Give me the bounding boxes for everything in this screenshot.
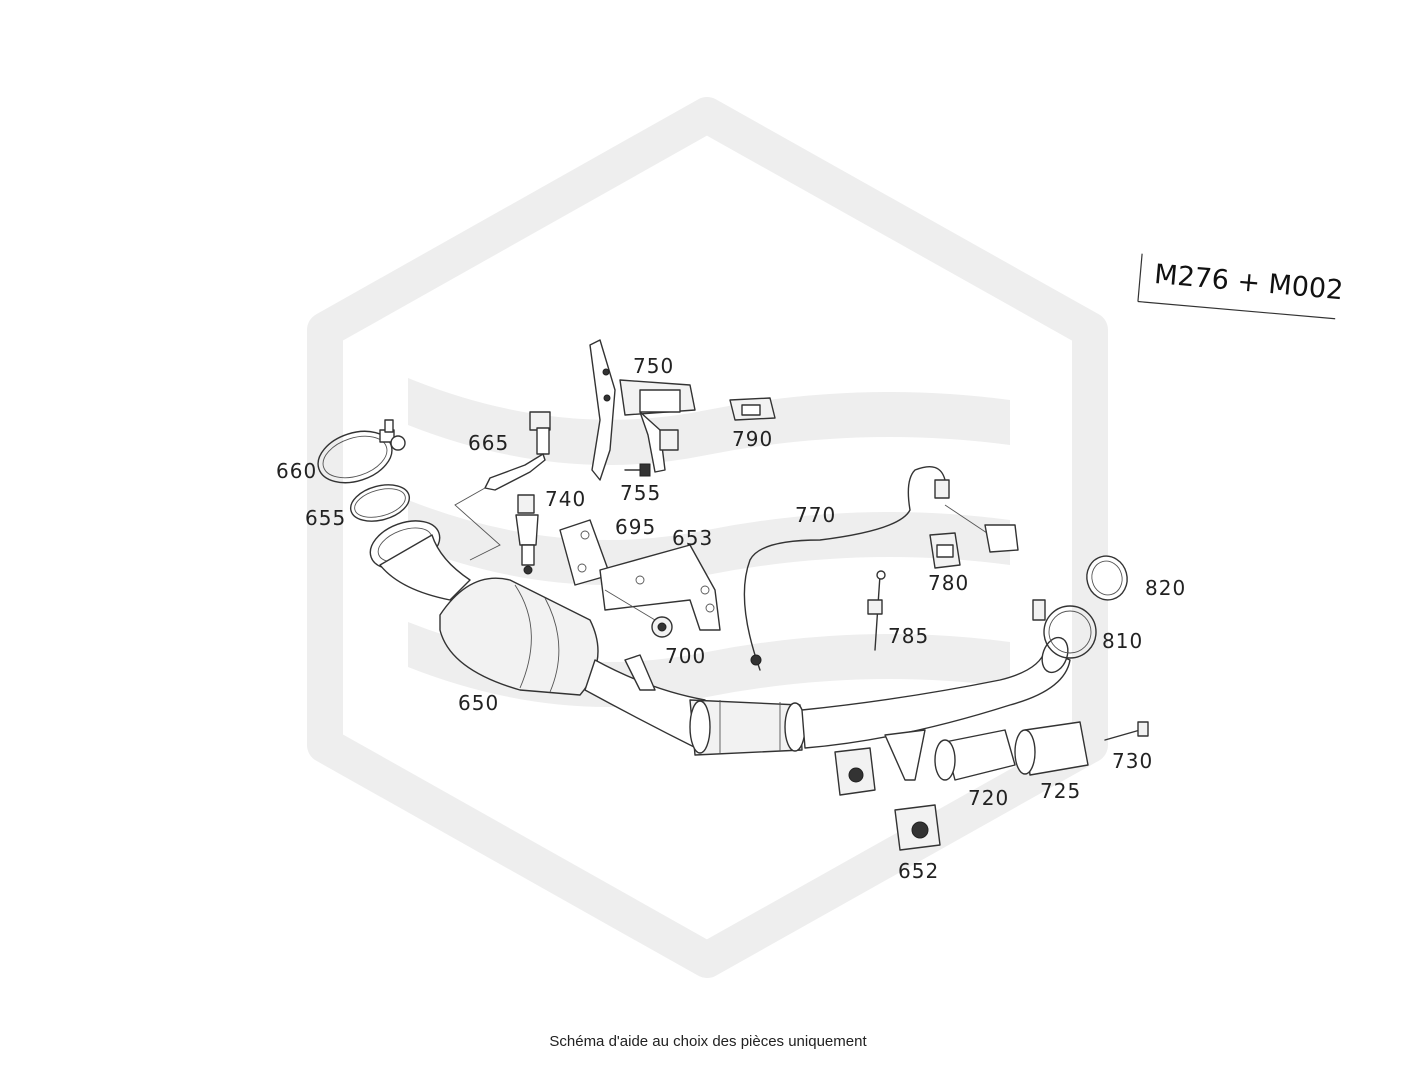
label-650: 650 (458, 691, 499, 715)
label-652: 652 (898, 859, 939, 883)
clamp-660[interactable] (311, 419, 406, 492)
cable-tie-785[interactable] (867, 570, 886, 651)
bracket-653[interactable] (599, 544, 721, 631)
catalytic-converter-650[interactable] (364, 512, 1073, 756)
rubber-mount-652[interactable] (834, 729, 941, 851)
label-720: 720 (968, 786, 1009, 810)
label-725: 725 (1040, 779, 1081, 803)
label-653: 653 (672, 526, 713, 550)
lambda-sensor-665[interactable] (454, 411, 551, 561)
connector-790[interactable] (729, 397, 776, 421)
label-660: 660 (276, 459, 317, 483)
ring-820[interactable] (1082, 552, 1132, 605)
clip-780[interactable] (929, 532, 961, 569)
label-810: 810 (1102, 629, 1143, 653)
label-740: 740 (545, 487, 586, 511)
label-695: 695 (615, 515, 656, 539)
label-730: 730 (1112, 749, 1153, 773)
model-tag: M276 + M002 (1137, 253, 1344, 320)
sensor-plug-740[interactable] (515, 494, 539, 575)
diagram-caption: Schéma d'aide au choix des pièces unique… (549, 1033, 867, 1050)
label-780: 780 (928, 571, 969, 595)
label-820: 820 (1145, 576, 1186, 600)
nut-700[interactable] (604, 589, 673, 638)
module-bracket-750[interactable] (589, 339, 696, 481)
sleeve-725[interactable] (1014, 721, 1089, 776)
silencer-720[interactable] (934, 729, 1016, 781)
label-655: 655 (305, 506, 346, 530)
clamp-810[interactable] (1032, 599, 1097, 659)
bolt-730[interactable] (1104, 721, 1149, 741)
gasket-655[interactable] (347, 479, 414, 527)
label-700: 700 (665, 644, 706, 668)
temperature-sensor-cable-770[interactable] (743, 466, 1019, 671)
screw-755[interactable] (624, 463, 651, 477)
label-665: 665 (468, 431, 509, 455)
label-750: 750 (633, 354, 674, 378)
label-755: 755 (620, 481, 661, 505)
label-785: 785 (888, 624, 929, 648)
label-770: 770 (795, 503, 836, 527)
model-tag-text: M276 + M002 (1153, 259, 1344, 306)
label-790: 790 (732, 427, 773, 451)
